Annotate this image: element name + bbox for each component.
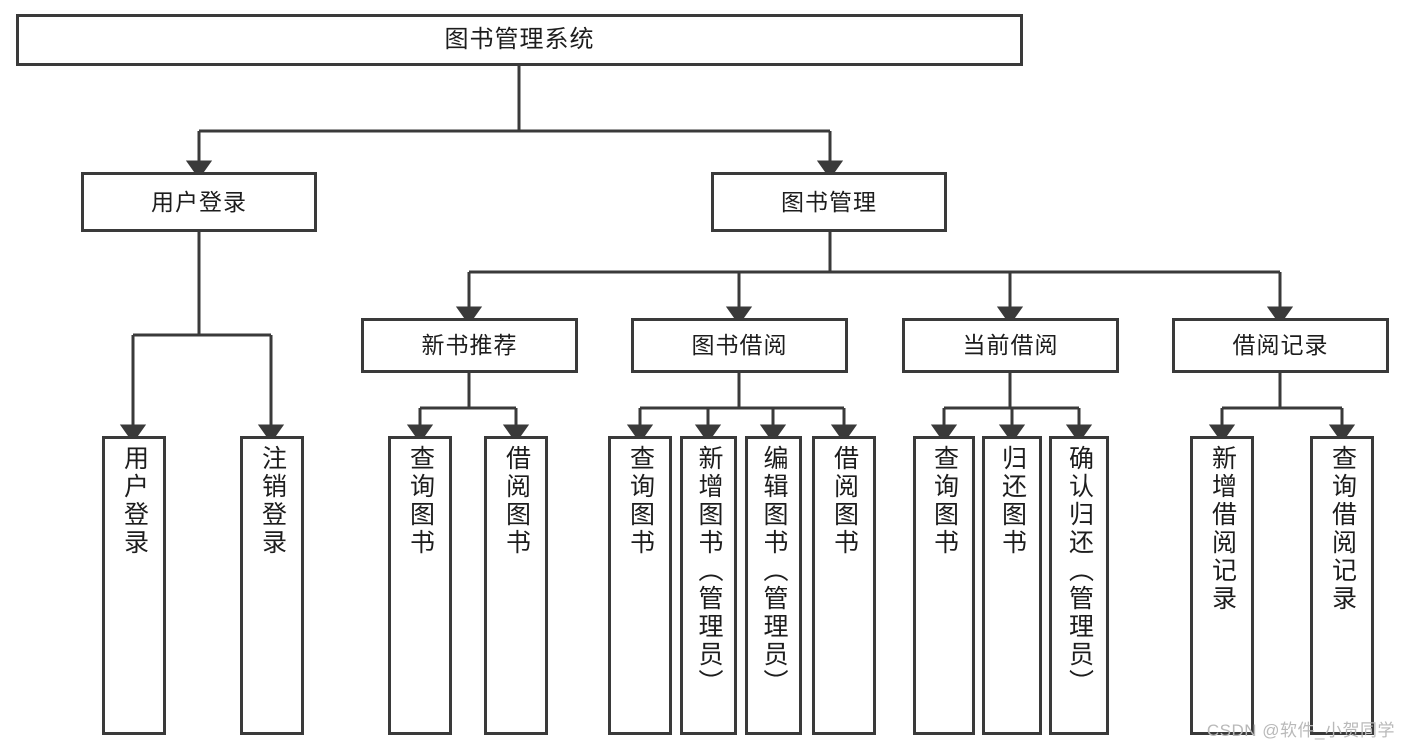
leaf-node[interactable]: 查询借阅记录 xyxy=(1310,436,1374,735)
node-label: 新增借阅记录 xyxy=(1208,445,1237,613)
leaf-node[interactable]: 新增借阅记录 xyxy=(1190,436,1254,735)
node-root[interactable]: 图书管理系统 xyxy=(16,14,1023,66)
node-label: 查询图书 xyxy=(406,445,435,557)
node-label: 用户登录 xyxy=(151,188,247,215)
node-book-borrow[interactable]: 图书借阅 xyxy=(631,318,848,373)
leaf-node[interactable]: 借阅图书 xyxy=(484,436,548,735)
node-label: 确认归还（管理员） xyxy=(1065,445,1094,697)
node-label: 查询借阅记录 xyxy=(1328,445,1357,613)
node-label: 新书推荐 xyxy=(421,332,518,359)
watermark: CSDN @软件_小贺同学 xyxy=(1206,721,1395,740)
leaf-node[interactable]: 借阅图书 xyxy=(812,436,876,735)
node-label: 图书借阅 xyxy=(691,332,788,359)
node-label: 查询图书 xyxy=(626,445,655,557)
node-borrow-record[interactable]: 借阅记录 xyxy=(1172,318,1389,373)
node-label: 注销登录 xyxy=(258,445,287,557)
leaf-node[interactable]: 归还图书 xyxy=(982,436,1042,735)
leaf-node[interactable]: 用户登录 xyxy=(102,436,166,735)
leaf-node[interactable]: 注销登录 xyxy=(240,436,304,735)
node-label: 借阅图书 xyxy=(502,445,531,557)
node-label: 图书管理 xyxy=(781,188,877,215)
leaf-node[interactable]: 查询图书 xyxy=(913,436,975,735)
leaf-node[interactable]: 查询图书 xyxy=(388,436,452,735)
node-label: 新增图书（管理员） xyxy=(695,445,723,697)
leaf-node[interactable]: 确认归还（管理员） xyxy=(1049,436,1109,735)
node-label: 图书管理系统 xyxy=(444,26,595,54)
node-book-management[interactable]: 图书管理 xyxy=(711,172,947,232)
node-label: 用户登录 xyxy=(120,445,149,557)
node-new-book-recommend[interactable]: 新书推荐 xyxy=(361,318,578,373)
node-current-borrow[interactable]: 当前借阅 xyxy=(902,318,1119,373)
node-label: 编辑图书（管理员） xyxy=(760,445,788,697)
node-label: 借阅图书 xyxy=(830,445,859,557)
node-label: 归还图书 xyxy=(998,445,1027,557)
node-label: 查询图书 xyxy=(930,445,959,557)
node-label: 借阅记录 xyxy=(1232,332,1329,359)
leaf-node[interactable]: 编辑图书（管理员） xyxy=(745,436,802,735)
node-label: 当前借阅 xyxy=(962,332,1059,359)
leaf-node[interactable]: 查询图书 xyxy=(608,436,672,735)
leaf-node[interactable]: 新增图书（管理员） xyxy=(680,436,737,735)
node-user-login[interactable]: 用户登录 xyxy=(81,172,317,232)
